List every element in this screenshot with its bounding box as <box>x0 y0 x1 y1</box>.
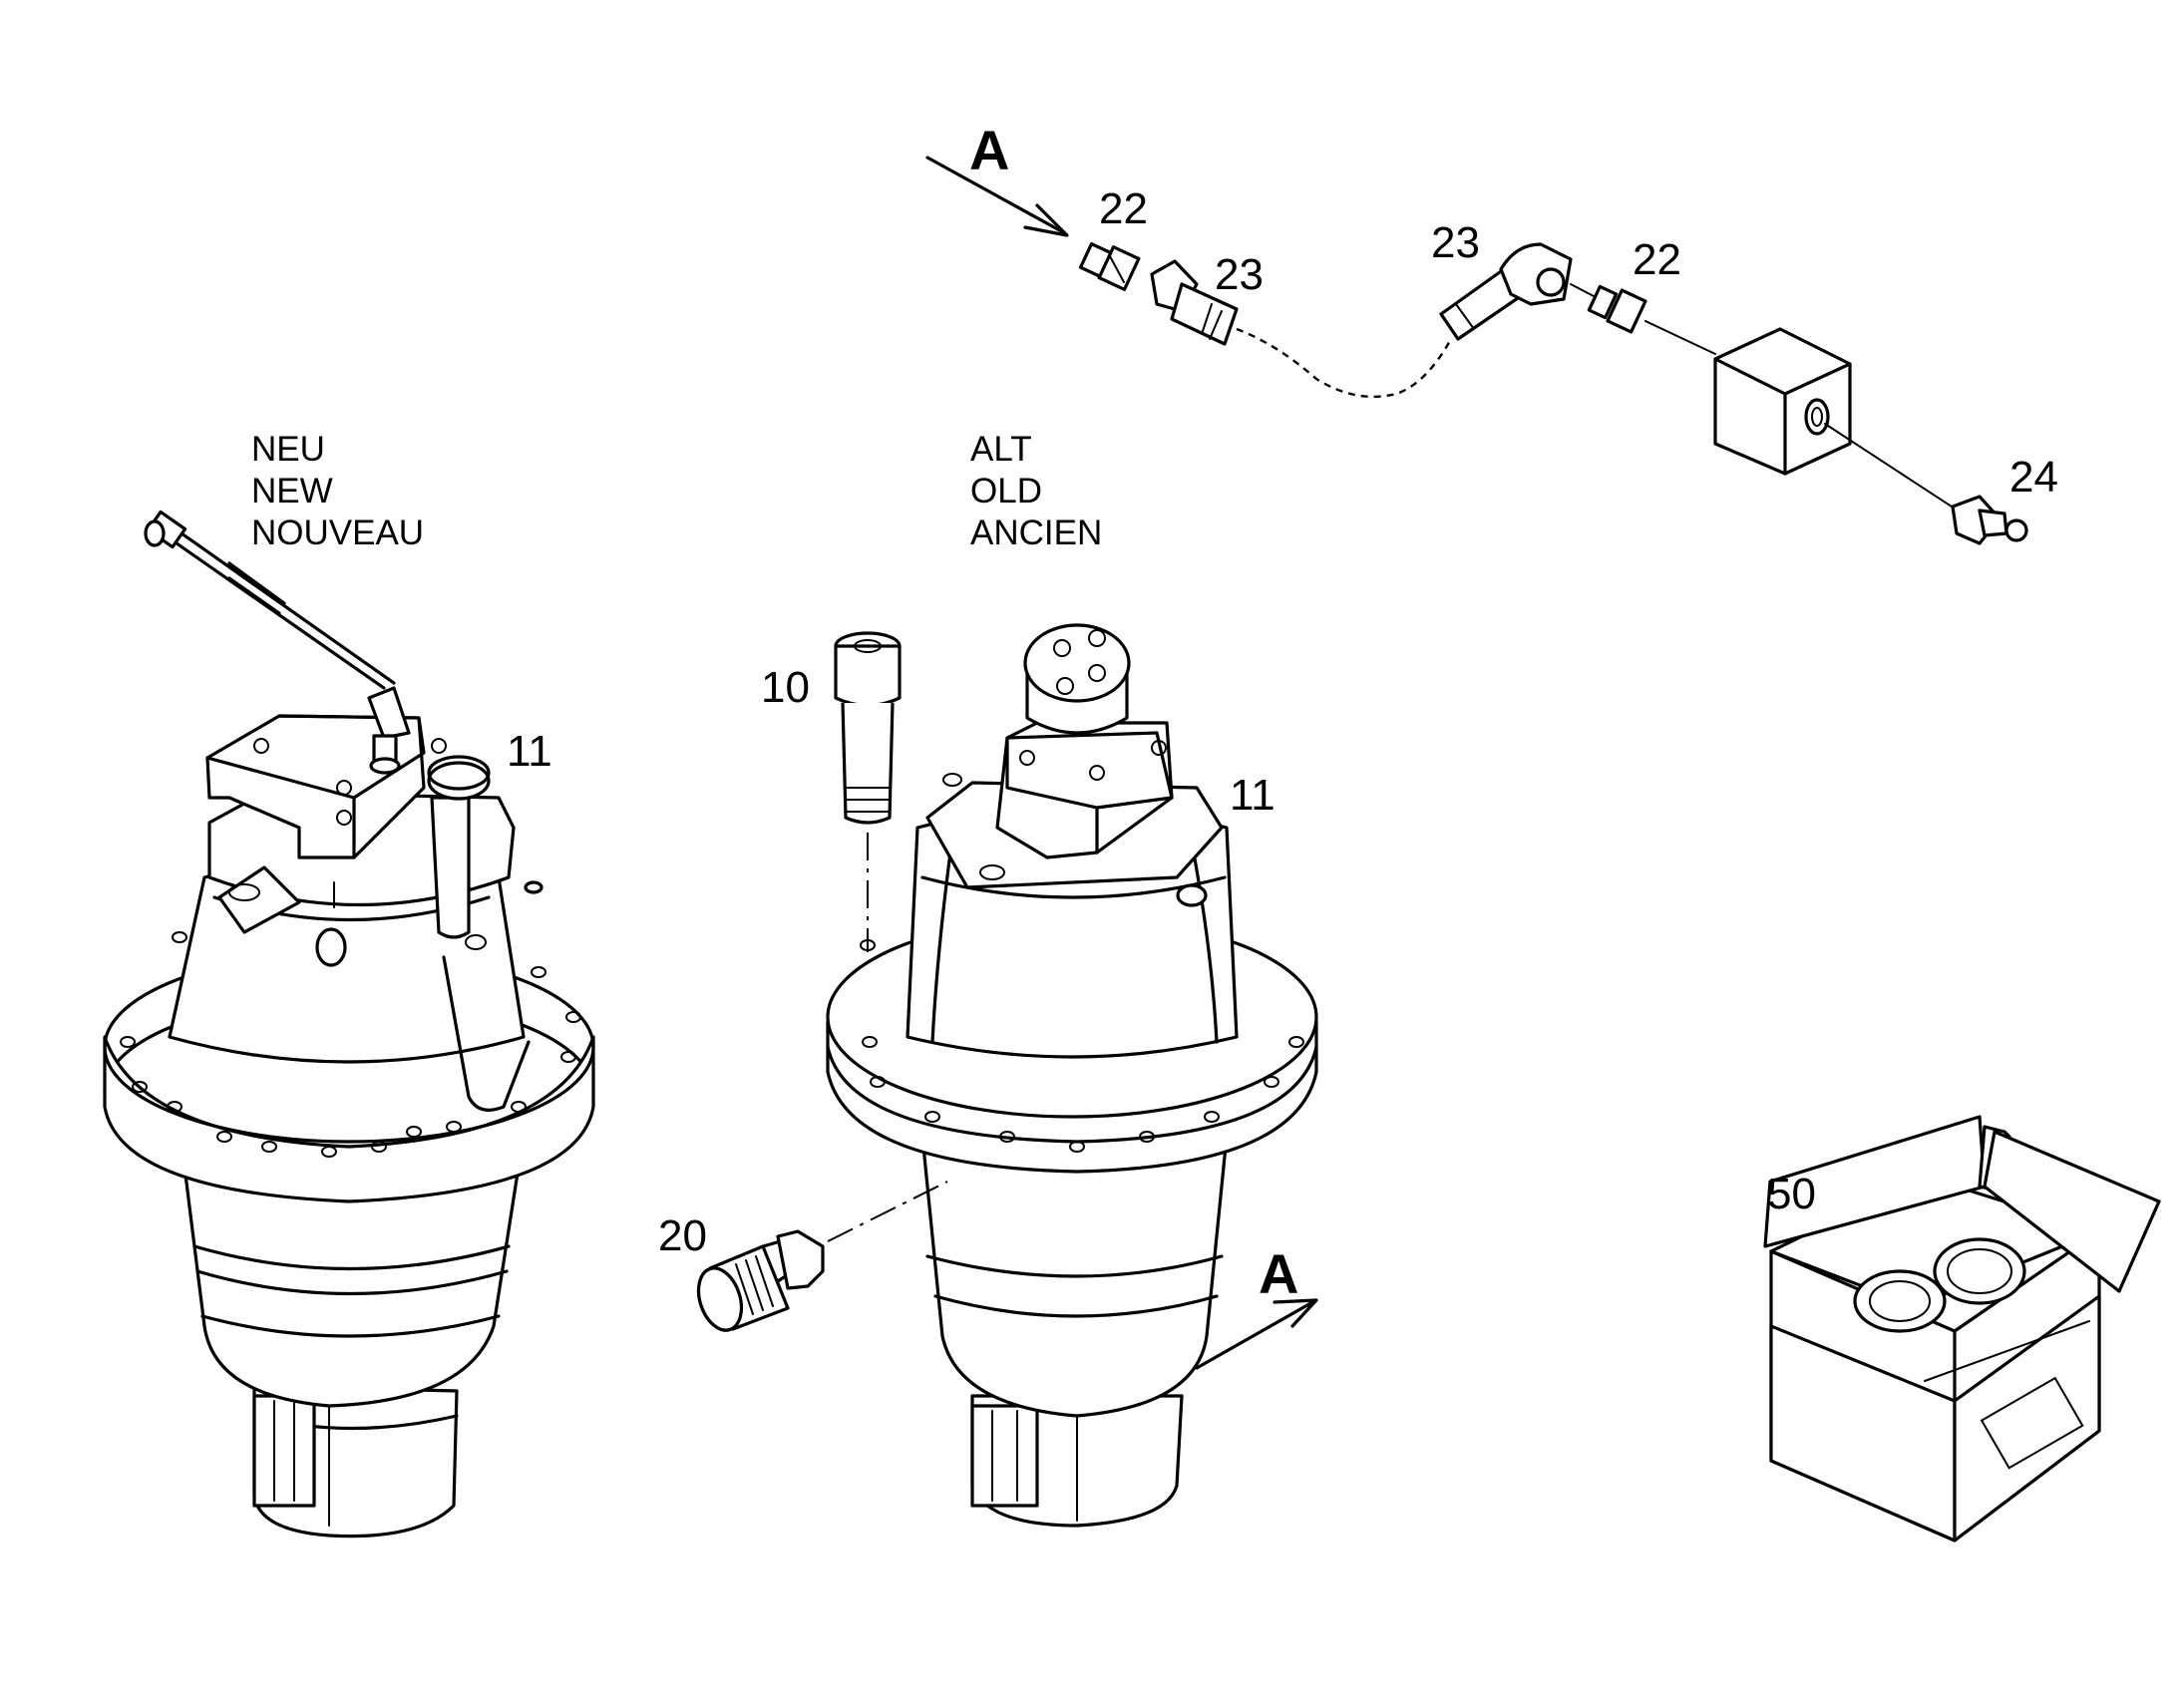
item-50-label: 50 <box>1767 1170 1816 1218</box>
item-11-old-label: 11 <box>1230 771 1275 820</box>
view-arrow-bottom-label: A <box>1259 1242 1298 1305</box>
kit-box <box>1763 1115 2161 1542</box>
gearbox-old <box>696 623 1318 1528</box>
variant-old-line-2: OLD <box>970 472 1042 511</box>
item-20-label: 20 <box>658 1211 707 1260</box>
variant-new-line-1: NEU <box>251 430 325 469</box>
item-10-label: 10 <box>761 663 810 712</box>
variant-old-line-3: ANCIEN <box>970 513 1102 552</box>
item-23-right-label: 23 <box>1431 218 1480 267</box>
item-23-left-label: 23 <box>1215 250 1264 299</box>
item-22-left-label: 22 <box>1099 184 1148 233</box>
view-arrow-top-label: A <box>969 119 1009 181</box>
variant-old-line-1: ALT <box>970 430 1032 469</box>
hose-line-assembly <box>925 156 2028 545</box>
gearbox-new <box>103 510 595 1538</box>
item-22-right-label: 22 <box>1633 235 1681 284</box>
view-arrow-bottom <box>1195 1298 1318 1370</box>
variant-new-line-3: NOUVEAU <box>251 513 424 552</box>
variant-new-line-2: NEW <box>251 472 333 511</box>
item-11-new-label: 11 <box>507 727 552 776</box>
item-24-label: 24 <box>2009 453 2058 502</box>
